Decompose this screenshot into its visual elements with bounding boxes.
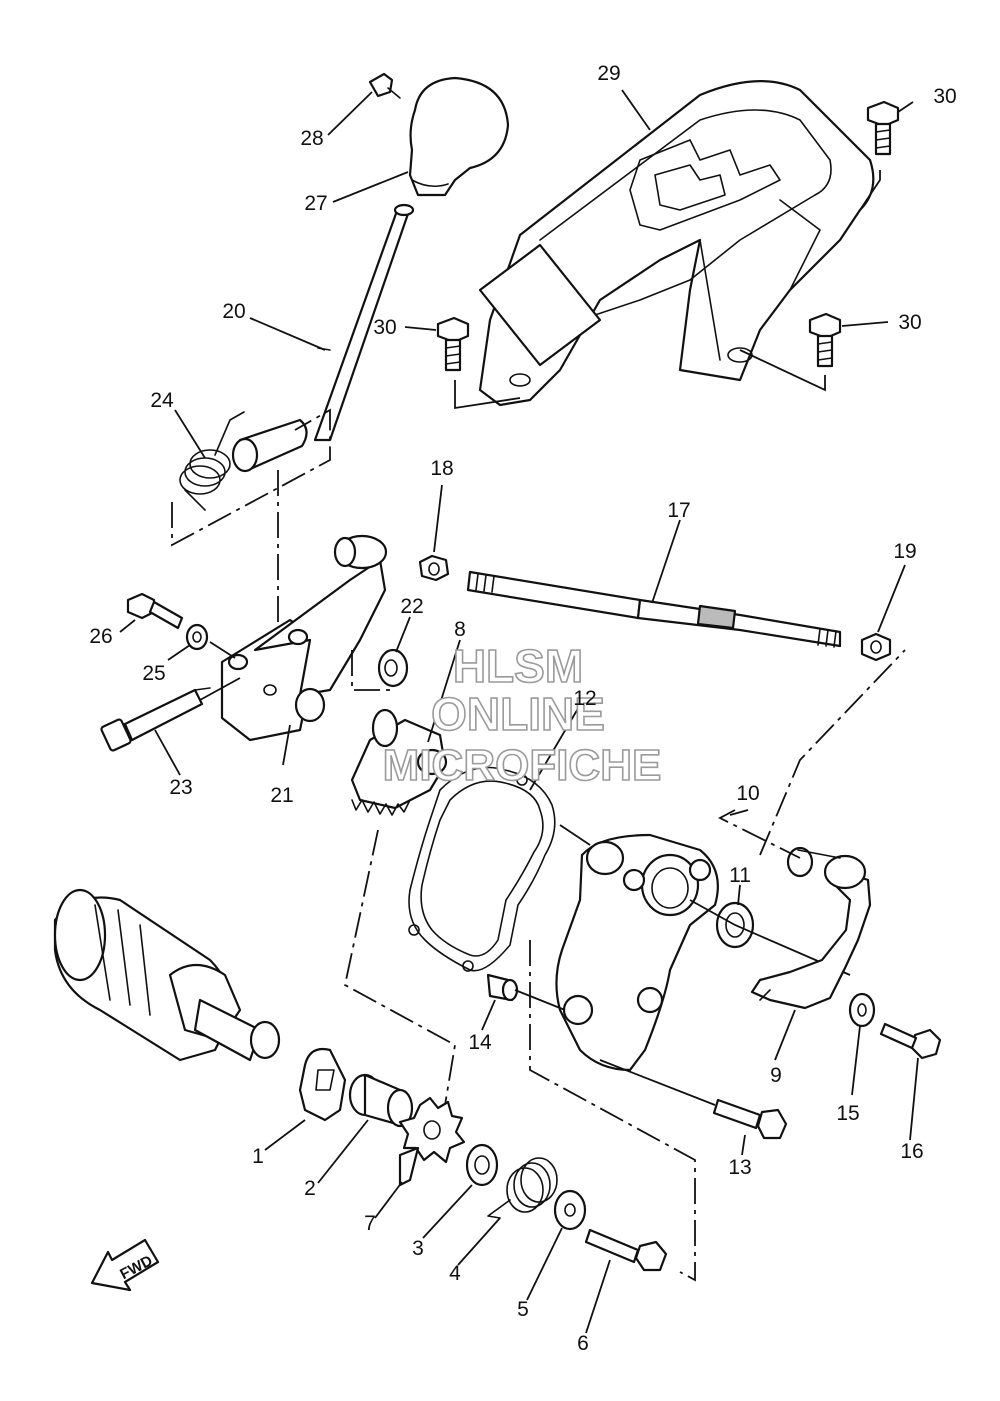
shift-knob bbox=[408, 76, 510, 197]
shift-drum bbox=[53, 888, 281, 1062]
callout-15: 15 bbox=[836, 1102, 859, 1125]
bolt-6 bbox=[584, 1228, 668, 1272]
watermark-line-3: MICROFICHE bbox=[383, 741, 662, 790]
bolt-30-left bbox=[436, 316, 470, 372]
callout-7: 7 bbox=[364, 1212, 376, 1235]
bolt-30-right bbox=[808, 312, 842, 368]
washer-3 bbox=[465, 1143, 499, 1187]
pin-bolt-23 bbox=[100, 687, 211, 752]
shift-shaft-cover bbox=[555, 833, 719, 1072]
callout-6: 6 bbox=[577, 1332, 589, 1355]
washer-15 bbox=[848, 992, 876, 1028]
star-gear bbox=[398, 1096, 466, 1187]
bolt-16 bbox=[879, 1022, 942, 1060]
fwd-arrow-icon: FWD bbox=[90, 1238, 160, 1292]
callout-labels: 1 2 3 4 5 6 7 8 9 10 11 12 13 14 15 16 1… bbox=[89, 62, 956, 1355]
callout-23: 23 bbox=[169, 776, 192, 799]
callout-28: 28 bbox=[300, 127, 323, 150]
callout-13: 13 bbox=[728, 1156, 751, 1179]
callout-5: 5 bbox=[517, 1298, 529, 1321]
shift-arm bbox=[750, 846, 872, 1010]
stopper-plate bbox=[298, 1047, 347, 1122]
shift-guide-housing bbox=[478, 80, 875, 407]
callout-3: 3 bbox=[412, 1237, 424, 1260]
callout-1: 1 bbox=[252, 1145, 264, 1168]
callout-21: 21 bbox=[270, 784, 293, 807]
washer-25 bbox=[185, 623, 209, 651]
bolt-13 bbox=[712, 1098, 788, 1140]
watermark-line-1: HLSM bbox=[453, 640, 583, 692]
callout-30-left: 30 bbox=[373, 316, 396, 339]
watermark-line-2: ONLINE bbox=[431, 688, 605, 740]
callout-18: 18 bbox=[430, 457, 453, 480]
callout-10: 10 bbox=[736, 782, 759, 805]
callout-29: 29 bbox=[597, 62, 620, 85]
collar bbox=[348, 1073, 414, 1128]
nut-19 bbox=[860, 632, 892, 662]
callout-9: 9 bbox=[770, 1064, 782, 1087]
callout-19: 19 bbox=[893, 540, 916, 563]
callout-26: 26 bbox=[89, 625, 112, 648]
washer-5 bbox=[553, 1189, 587, 1231]
dowel-pin bbox=[486, 973, 519, 1002]
callout-12: 12 bbox=[573, 687, 596, 710]
knob-screw bbox=[368, 72, 401, 99]
callout-22: 22 bbox=[400, 595, 423, 618]
watermark: HLSM ONLINE MICROFICHE bbox=[382, 639, 662, 791]
callout-30-right: 30 bbox=[898, 311, 921, 334]
callout-11: 11 bbox=[729, 864, 751, 887]
shift-rod bbox=[466, 570, 842, 648]
washer-22 bbox=[377, 648, 409, 688]
shift-arm-bracket bbox=[220, 534, 388, 742]
leader-lines bbox=[119, 89, 919, 1334]
callout-4: 4 bbox=[449, 1262, 461, 1285]
callout-17: 17 bbox=[667, 499, 690, 522]
spring-4 bbox=[487, 1157, 558, 1219]
callout-30-top-right: 30 bbox=[933, 85, 956, 108]
nut-18 bbox=[418, 554, 450, 582]
callout-16: 16 bbox=[900, 1140, 923, 1163]
callout-14: 14 bbox=[468, 1031, 492, 1054]
callout-2: 2 bbox=[304, 1177, 316, 1200]
callout-20: 20 bbox=[222, 300, 245, 323]
bolt-26 bbox=[126, 592, 184, 630]
bolt-30-top-right bbox=[866, 100, 900, 156]
callout-25: 25 bbox=[142, 662, 165, 685]
shift-shaft-sector bbox=[350, 708, 448, 816]
gasket bbox=[408, 766, 556, 972]
callout-8: 8 bbox=[454, 618, 466, 641]
callout-24: 24 bbox=[150, 389, 174, 412]
callout-27: 27 bbox=[304, 192, 327, 215]
